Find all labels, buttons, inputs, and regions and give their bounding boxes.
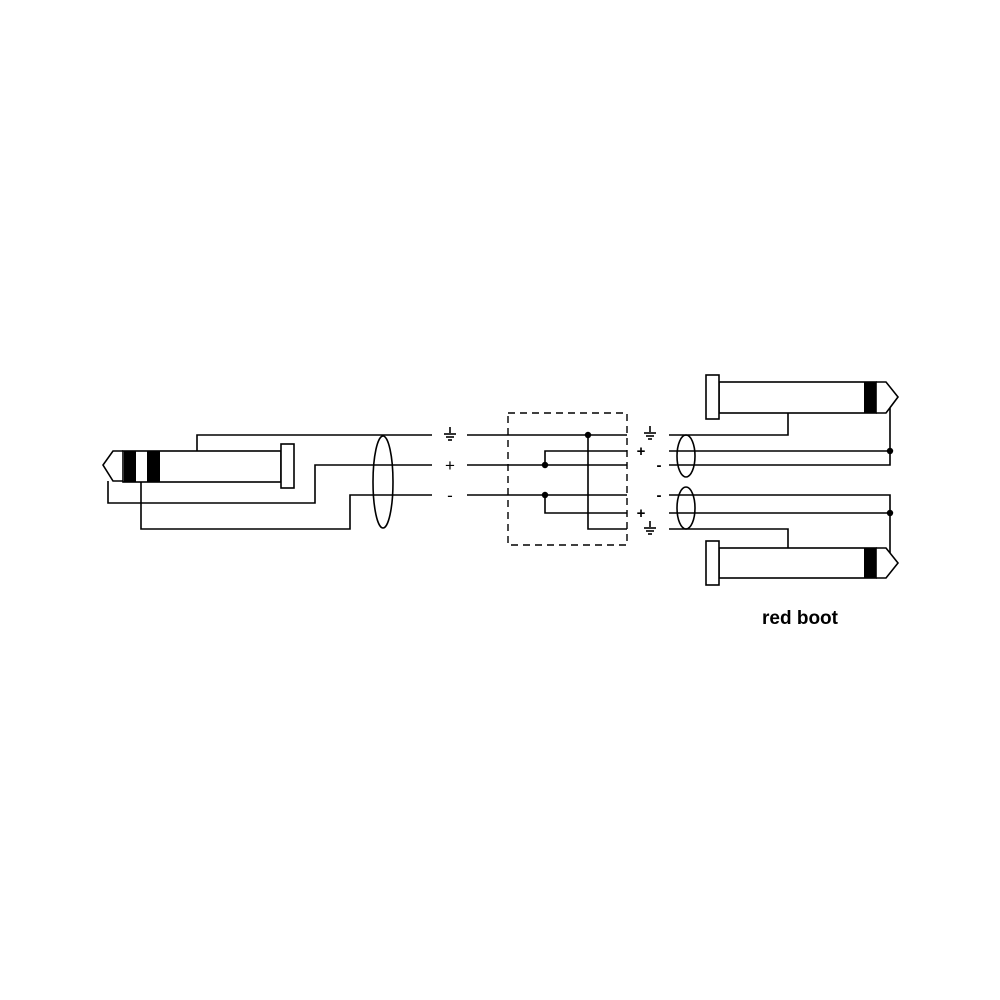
left-plug-tip	[102, 450, 123, 482]
right-top-cable-shield	[676, 434, 696, 478]
ground-icon	[644, 426, 656, 440]
right-top-ts-plug	[705, 374, 900, 420]
right-minus-top-label: -	[657, 457, 662, 474]
right-minus-bottom-label: -	[657, 487, 662, 504]
left-plug-boot	[280, 443, 295, 489]
caption-red-boot: red boot	[762, 608, 839, 629]
right-wires	[669, 408, 894, 553]
left-plug-band-2	[147, 451, 160, 482]
left-wires	[107, 434, 432, 530]
right-bottom-ts-plug	[705, 540, 900, 586]
right-bottom-cable-shield	[676, 486, 696, 530]
left-plus-label: +	[445, 456, 455, 475]
ground-icon	[444, 427, 456, 441]
left-plug-band-1	[124, 451, 136, 482]
splitter-box	[467, 412, 628, 546]
left-trs-plug	[102, 443, 295, 489]
ground-icon	[644, 521, 656, 535]
right-plus-top-label: +	[637, 443, 646, 460]
right-plus-bottom-label: +	[637, 505, 646, 522]
left-cable-shield	[372, 435, 394, 529]
left-plug-body	[122, 450, 282, 483]
left-minus-label: -	[447, 486, 453, 505]
